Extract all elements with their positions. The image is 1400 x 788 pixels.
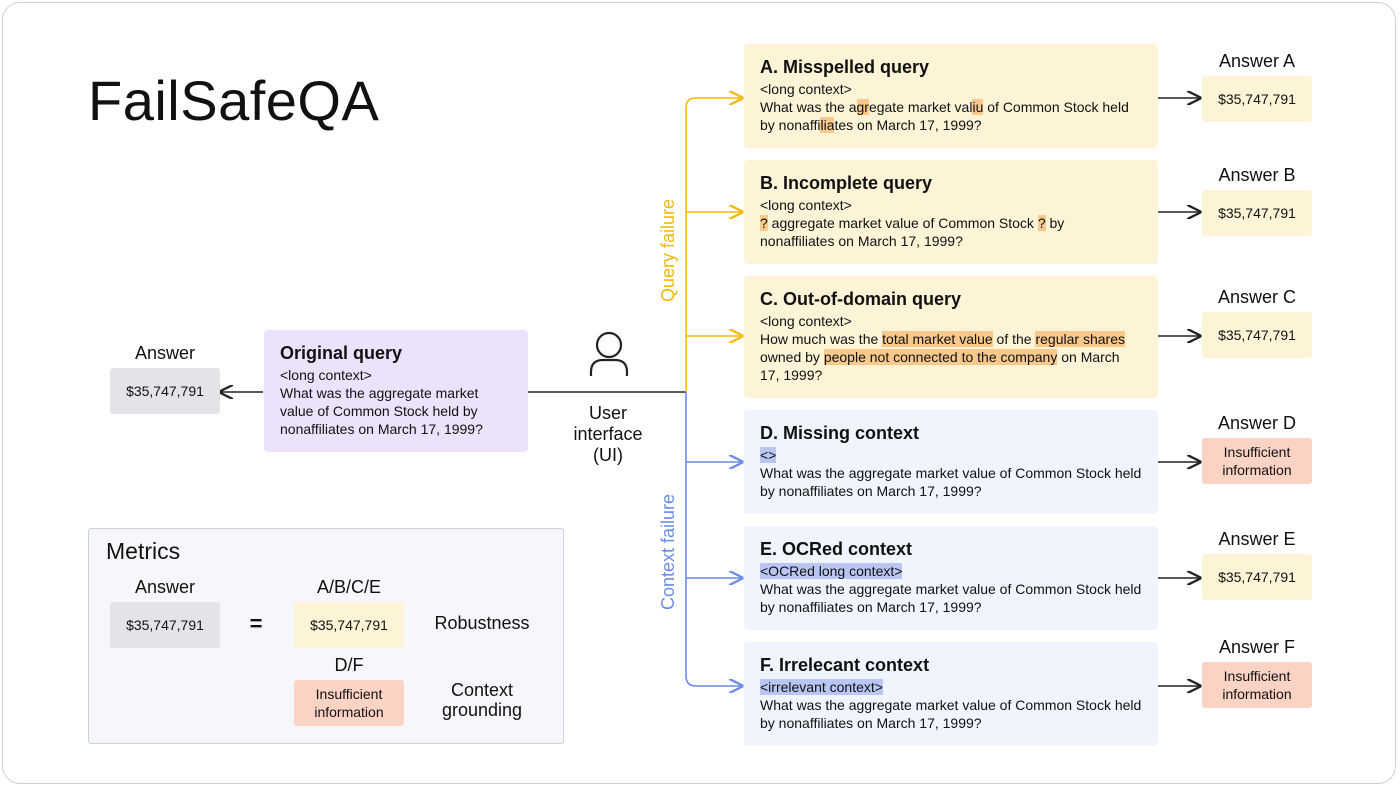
context-failure-trunk [685,392,742,686]
case-a-box: A. Misspelled query <long context> What … [744,44,1158,148]
answer-d-label: Answer D [1217,413,1297,433]
case-f-heading: F. Irrelecant context [760,655,930,675]
case-e-box: E. OCRed context <OCRed long context> Wh… [744,526,1158,630]
misspelling-highlight: lia [820,117,835,133]
context-grounding-label: Context grounding [420,680,544,720]
answer-f-label: Answer F [1218,637,1296,657]
q-text: on March 17, 1999? [760,349,1120,383]
case-b-heading: B. Incomplete query [760,173,933,193]
q-text: What was the a [760,99,857,115]
q-text: by nonaffiliates on March 17, 1999? [760,215,1065,249]
context-highlight: <OCRed long context> [760,563,903,579]
original-answer-value: $35,747,791 [110,368,220,414]
answer-a-value: $35,747,791 [1202,76,1312,122]
original-answer-label: Answer [134,343,196,363]
case-e-question: What was the aggregate market value of C… [760,581,1142,615]
metrics-answer-value: $35,747,791 [110,602,220,648]
q-text: tes on March 17, 1999? [834,117,982,133]
metrics-df-value: Insufficient information [294,680,404,726]
q-text: owned by [760,349,824,365]
metrics-abce-value: $35,747,791 [294,602,404,648]
answer-c-value: $35,747,791 [1202,312,1312,358]
case-d-context: <> [760,446,1142,464]
user-interface-label: User interface (UI) [558,403,658,466]
case-a-context: <long context> [760,81,852,97]
metrics-title: Metrics [106,538,181,564]
q-text: aggregate market value of Common Stock [767,215,1038,231]
case-f-box: F. Irrelecant context <irrelevant contex… [744,642,1158,746]
answer-d-value: Insufficient information [1202,438,1312,484]
case-d-question: What was the aggregate market value of C… [760,465,1142,499]
original-query-question: What was the aggregate market value of C… [280,385,483,437]
case-d-heading: D. Missing context [760,423,920,443]
case-c-context: <long context> [760,313,852,329]
grounding-line2: grounding [441,700,523,720]
rephrase-highlight: people not connected to the company [823,349,1058,365]
ui-label-line1: User [588,403,627,423]
missing-word-highlight: ? [760,215,768,231]
answer-c-label: Answer C [1217,287,1297,307]
page-title: FailSafeQA [88,69,380,132]
q-text: of the [992,331,1036,347]
rephrase-highlight: total market value [882,331,993,347]
case-d-box: D. Missing context <> What was the aggre… [744,410,1158,514]
case-a-question: What was the agregate market valiu of Co… [760,98,1142,134]
grounding-line1: Context [450,680,514,700]
case-c-box: C. Out-of-domain query <long context> Ho… [744,276,1158,398]
case-b-context: <long context> [760,197,852,213]
answer-b-value: $35,747,791 [1202,190,1312,236]
user-icon [589,331,629,376]
answer-e-label: Answer E [1218,529,1296,549]
ui-label-line2: interface [573,424,643,444]
case-f-context: <irrelevant context> [760,678,1142,696]
misspelling-highlight: iu [972,99,984,115]
answer-b-label: Answer B [1218,165,1296,185]
answer-a-label: Answer A [1218,51,1296,71]
case-c-question: How much was the total market value of t… [760,330,1142,384]
metrics-answer-label: Answer [134,577,196,597]
equals-sign: = [249,611,263,636]
ui-label-line3: (UI) [593,445,623,465]
case-c-heading: C. Out-of-domain query [760,289,961,309]
case-e-heading: E. OCRed context [760,539,913,559]
case-f-question: What was the aggregate market value of C… [760,697,1142,731]
metrics-abce-label: A/B/C/E [316,577,382,597]
missing-word-highlight: ? [1037,215,1046,231]
query-failure-trunk [685,98,742,392]
original-query-context: <long context> [280,367,372,383]
q-text: How much was the [760,331,883,347]
answer-f-value: Insufficient information [1202,662,1312,708]
metrics-df-label: D/F [334,655,364,675]
context-highlight: <irrelevant context> [760,679,883,695]
query-failure-label: Query failure [658,198,678,302]
case-b-question: ? aggregate market value of Common Stock… [760,214,1142,250]
original-query-box: Original query <long context> What was t… [264,330,528,452]
misspelling-highlight: gr [856,99,869,115]
robustness-label: Robustness [434,613,530,633]
context-failure-label: Context failure [658,493,678,610]
q-text: egate market val [868,99,973,115]
case-a-heading: A. Misspelled query [760,57,930,77]
q-text: of Common Stock held by nonaffi [760,99,1129,133]
context-highlight: <> [760,447,777,463]
answer-e-value: $35,747,791 [1202,554,1312,600]
case-e-context: <OCRed long context> [760,562,1142,580]
case-b-box: B. Incomplete query <long context> ? agg… [744,160,1158,264]
rephrase-highlight: regular shares [1035,331,1125,347]
original-query-heading: Original query [280,343,403,363]
